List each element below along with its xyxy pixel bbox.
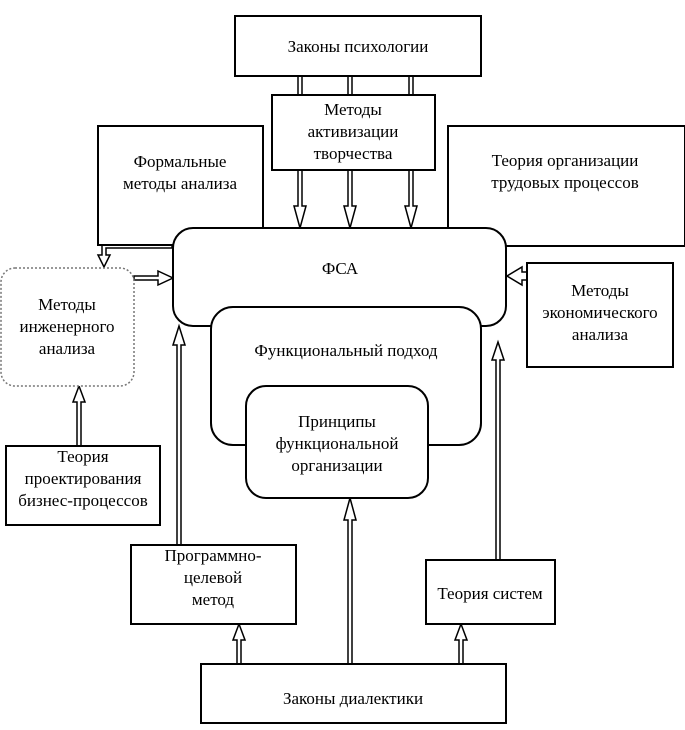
node-label-line: анализа [39,339,96,358]
node-label-line: Программно- [164,546,261,565]
arrow-program-to-fsa [171,323,187,546]
node-label-line: Методы [571,281,629,300]
arrow-bpm-to-engineering [71,383,87,447]
svg-text:ФСА: ФСА [322,259,359,278]
node-label-line: Теория [57,447,108,466]
arrow-dialectics-to-program [231,621,247,665]
arrow-dialectics-to-principles [343,495,357,665]
node-label-line: Теория организации [492,151,639,170]
node-zakony-dialektiki: Законы диалектики [200,663,507,724]
arrow-dialectics-to-systems [453,621,469,665]
svg-text:Функциональный подход: Функциональный подход [254,341,437,360]
node-zakony-psihologii: Законы психологии [234,15,482,77]
node-label-line: творчества [314,144,393,163]
node-formalnye-metody: Формальные методы анализа [97,125,264,246]
svg-text:Законы психологии: Законы психологии [288,37,429,56]
node-principy: Принципы функциональной организации [245,385,429,499]
node-label-line: Формальные [134,152,227,171]
node-label-line: инженерного [19,317,114,336]
svg-text:Законы диалектики: Законы диалектики [283,689,423,708]
node-label-line: ФСА [322,259,359,278]
node-label-line: функциональной [276,434,399,453]
arrows [71,75,528,665]
arrow-formal-to-engineering [96,243,173,269]
node-label-line: организации [291,456,382,475]
node-label-line: Законы диалектики [283,689,423,708]
node-teoriya-organizacii: Теория организации трудовых процессов [447,125,685,247]
node-label-line: Законы психологии [288,37,429,56]
node-label-line: Методы [38,295,96,314]
arrow-economic-to-fsa [505,265,528,287]
node-label-line: анализа [572,325,629,344]
arrow-systems-to-fsa [490,339,506,561]
node-label-line: активизации [308,122,399,141]
node-label-line: Функциональный подход [254,341,437,360]
arrow-engineering-to-fsa [133,269,175,287]
node-programmno-celevoj: Программно-целевой метод [130,544,297,625]
node-metody-inzhenernogo: Методы инженерного анализа [0,267,135,387]
node-metody-ekonomicheskogo: Методы экономического анализа [526,262,674,368]
node-label-line: Методы [324,100,382,119]
node-label-line: метод [192,590,235,609]
node-teoriya-sistem: Теория систем [425,559,556,625]
node-metody-aktivizacii: Методы активизации творчества [271,94,436,171]
node-label-line: проектирования [25,469,142,488]
node-label-line: методы анализа [123,174,237,193]
node-label-line: Теория систем [437,584,543,603]
node-label-line: бизнес-процессов [18,491,148,510]
node-label-line: трудовых процессов [491,173,638,192]
node-label-line: экономического [542,303,657,322]
node-teoriya-proektirovaniya: Теория проектирования бизнес-процессов [5,445,161,526]
svg-text:Теория систем: Теория систем [437,584,543,603]
node-label-line: целевой [184,568,242,587]
node-label-line: Принципы [298,412,376,431]
